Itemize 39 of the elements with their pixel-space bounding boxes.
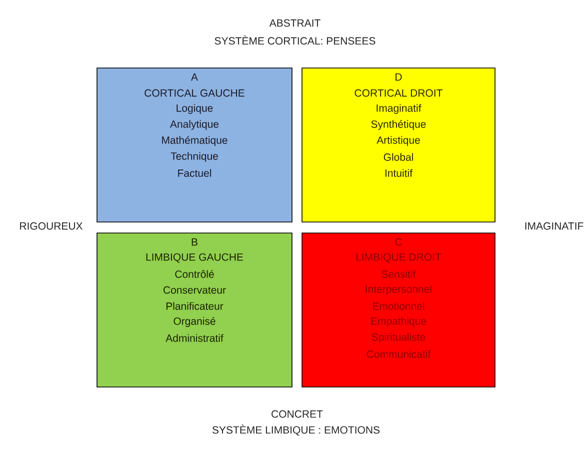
quadrant-box xyxy=(96,232,292,388)
quadrant-letter: D xyxy=(396,73,402,81)
pole-label: IMAGINATIF xyxy=(525,222,584,230)
trait-label: Sensitif xyxy=(382,270,416,278)
trait-label: Interpersonnel xyxy=(366,285,432,295)
quadrant-title: LIMBIQUE GAUCHE xyxy=(146,253,244,263)
quadrant-box xyxy=(96,68,292,222)
trait-label: Logique xyxy=(176,104,213,114)
trait-label: Global xyxy=(384,153,413,161)
trait-label: Organisé xyxy=(174,317,216,327)
quadrant-title: LIMBIQUE DROIT xyxy=(356,253,442,263)
trait-label: Administratif xyxy=(166,334,224,342)
quadrant-title: CORTICAL DROIT xyxy=(354,89,442,97)
quadrant-box xyxy=(302,68,496,222)
trait-label: Factuel xyxy=(178,169,212,177)
pole-label: ABSTRAIT xyxy=(269,19,320,27)
system-label: SYSTÈME CORTICAL: PENSEES xyxy=(214,35,376,45)
system-label: SYSTÈME LIMBIQUE : EMOTIONS xyxy=(212,424,380,436)
trait-label: Artistique xyxy=(376,136,420,146)
trait-label: Contrôlé xyxy=(175,270,214,278)
trait-label: Conservateur xyxy=(164,286,226,294)
quadrant-title: CORTICAL GAUCHE xyxy=(144,89,244,97)
trait-label: Synthétique xyxy=(371,120,426,130)
trait-label: Technique xyxy=(170,152,218,162)
quadrant-box xyxy=(302,232,496,388)
trait-label: Imaginatif xyxy=(376,104,422,114)
trait-label: Intuitif xyxy=(385,169,413,177)
trait-label: Communicatif xyxy=(366,350,431,358)
pole-label: CONCRET xyxy=(272,410,323,418)
pole-label: RIGOUREUX xyxy=(20,222,83,230)
quadrant-letter: C xyxy=(395,238,402,246)
trait-label: Analytique xyxy=(170,120,219,130)
trait-label: Emotionnel xyxy=(373,302,424,310)
quadrant-letter: A xyxy=(191,73,198,81)
quadrant-letter: B xyxy=(192,238,198,246)
trait-label: Empathique xyxy=(371,317,426,327)
trait-label: Planificateur xyxy=(166,302,224,310)
trait-label: Spiritualiste xyxy=(372,333,426,343)
trait-label: Mathématique xyxy=(162,136,228,146)
